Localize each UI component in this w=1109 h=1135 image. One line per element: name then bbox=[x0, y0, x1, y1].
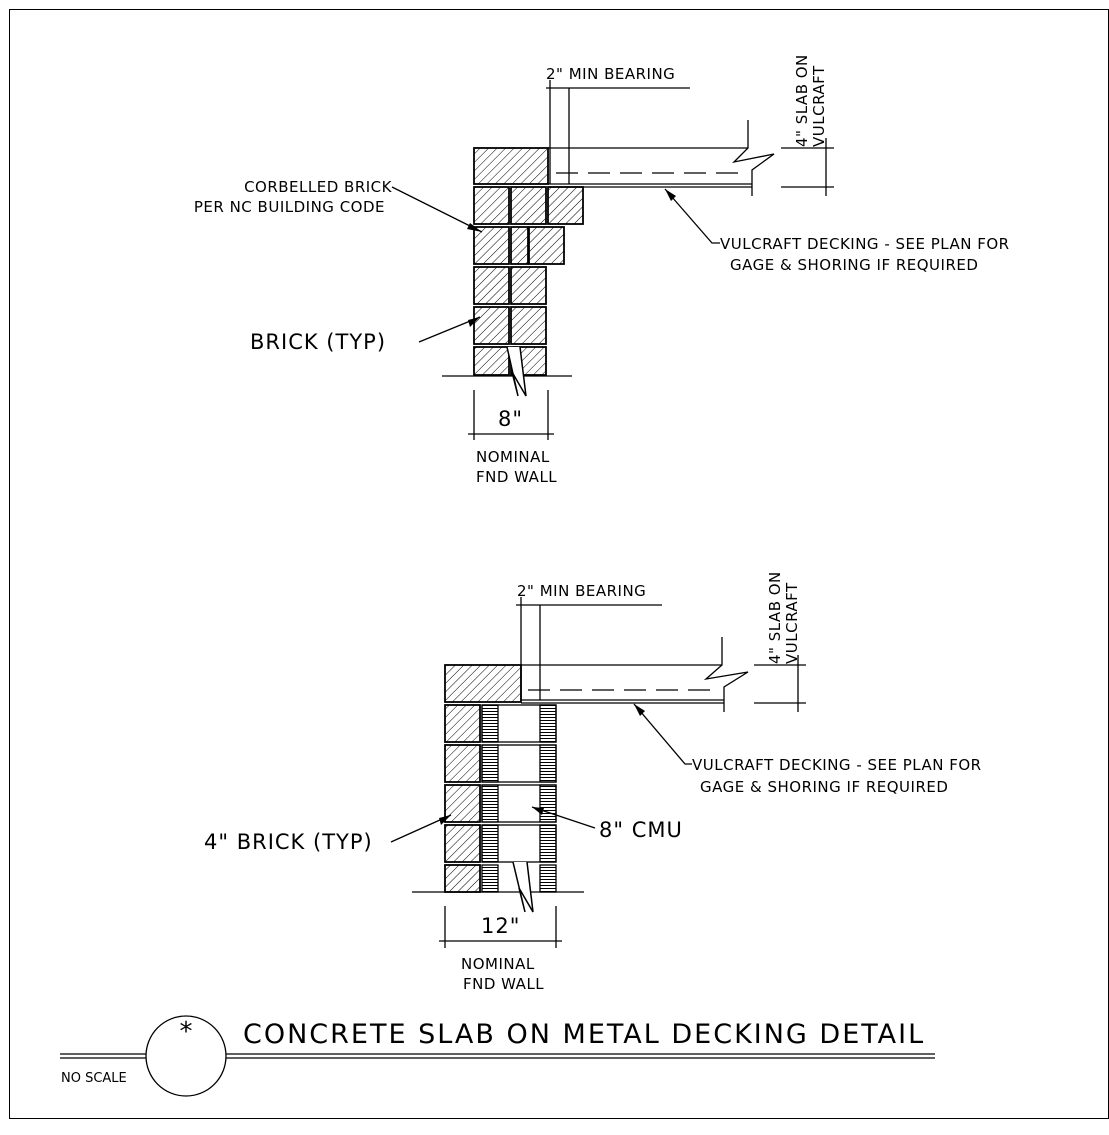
cmu-face-shell bbox=[481, 864, 499, 893]
title-block: * CONCRETE SLAB ON METAL DECKING DETAIL … bbox=[60, 1015, 935, 1097]
corbel-leader bbox=[391, 186, 483, 233]
wall-label-2: FND WALL bbox=[463, 975, 544, 993]
slab-bearing-block bbox=[473, 147, 549, 185]
brick bbox=[510, 186, 547, 225]
wall-label-1: NOMINAL bbox=[476, 448, 550, 466]
corbel-label-1: CORBELLED BRICK bbox=[244, 178, 393, 196]
width-dim-label: 12" bbox=[481, 914, 520, 938]
cmu-block bbox=[481, 744, 557, 783]
cmu-label: 8" CMU bbox=[599, 818, 683, 842]
brick bbox=[444, 864, 481, 893]
cmu-face-shell bbox=[481, 744, 499, 783]
detail-top: 2" MIN BEARING 4" SLAB ON VULCRAFT CORBE… bbox=[194, 54, 1010, 486]
brick bbox=[528, 226, 565, 265]
corbel-label-2: PER NC BUILDING CODE bbox=[194, 198, 385, 216]
leader-arrow bbox=[634, 704, 645, 716]
brick bbox=[473, 226, 510, 265]
scale-label: NO SCALE bbox=[61, 1071, 127, 1086]
slab-label-1: 4" SLAB ON bbox=[793, 54, 811, 147]
brick bbox=[473, 186, 510, 225]
decking-label-2: GAGE & SHORING IF REQUIRED bbox=[730, 256, 978, 274]
cmu-face-shell bbox=[539, 824, 557, 863]
leader-arrow bbox=[467, 223, 482, 232]
brick bbox=[510, 306, 547, 345]
cmu-block bbox=[481, 704, 557, 743]
brick bbox=[444, 824, 481, 863]
brick bbox=[547, 186, 584, 225]
drawing-title: CONCRETE SLAB ON METAL DECKING DETAIL bbox=[243, 1019, 925, 1050]
brick bbox=[444, 744, 481, 783]
brick bbox=[510, 266, 547, 305]
cmu-face-shell bbox=[539, 704, 557, 743]
decking-label-1: VULCRAFT DECKING - SEE PLAN FOR bbox=[720, 235, 1010, 253]
leader-arrow bbox=[439, 815, 451, 825]
decking-label-2: GAGE & SHORING IF REQUIRED bbox=[700, 778, 948, 796]
detail-bottom: 2" MIN BEARING 4" SLAB ON VULCRAFT VULCR… bbox=[204, 571, 982, 993]
cmu-face-shell bbox=[539, 864, 557, 893]
cmu-face-shell bbox=[481, 784, 499, 823]
brick-label: 4" BRICK (TYP) bbox=[204, 830, 373, 854]
slab-label-2: VULCRAFT bbox=[810, 65, 828, 147]
break-symbol bbox=[506, 346, 527, 397]
detail-marker-symbol: * bbox=[180, 1017, 193, 1047]
cmu-face-shell bbox=[481, 824, 499, 863]
slab-break bbox=[703, 637, 749, 712]
wall-label-1: NOMINAL bbox=[461, 955, 535, 973]
slab-bearing-block bbox=[444, 664, 522, 703]
leader-arrow bbox=[665, 189, 676, 201]
cmu-face-shell bbox=[539, 744, 557, 783]
brick bbox=[444, 704, 481, 743]
brick bbox=[510, 226, 529, 265]
cmu-face-shell bbox=[481, 704, 499, 743]
slab-break bbox=[732, 120, 775, 196]
brick bbox=[473, 346, 510, 376]
cmu-block bbox=[481, 784, 557, 823]
bearing-label: 2" MIN BEARING bbox=[546, 65, 675, 83]
brick bbox=[444, 784, 481, 823]
break-symbol bbox=[512, 861, 534, 913]
bearing-label: 2" MIN BEARING bbox=[517, 582, 646, 600]
slab-label-2: VULCRAFT bbox=[783, 582, 801, 664]
sheet-border bbox=[9, 9, 1109, 1119]
cmu-face-shell bbox=[539, 784, 557, 823]
decking-leader bbox=[664, 188, 720, 244]
wall-label-2: FND WALL bbox=[476, 468, 557, 486]
brick-label: BRICK (TYP) bbox=[250, 330, 386, 354]
brick bbox=[473, 266, 510, 305]
width-dim-label: 8" bbox=[498, 407, 523, 431]
decking-leader bbox=[633, 703, 692, 765]
slab-label-1: 4" SLAB ON bbox=[766, 571, 784, 664]
brick bbox=[473, 306, 510, 345]
leader-arrow bbox=[532, 807, 544, 815]
leader-arrow bbox=[468, 317, 480, 327]
detail-marker-circle bbox=[145, 1015, 227, 1097]
decking-label-1: VULCRAFT DECKING - SEE PLAN FOR bbox=[692, 756, 982, 774]
